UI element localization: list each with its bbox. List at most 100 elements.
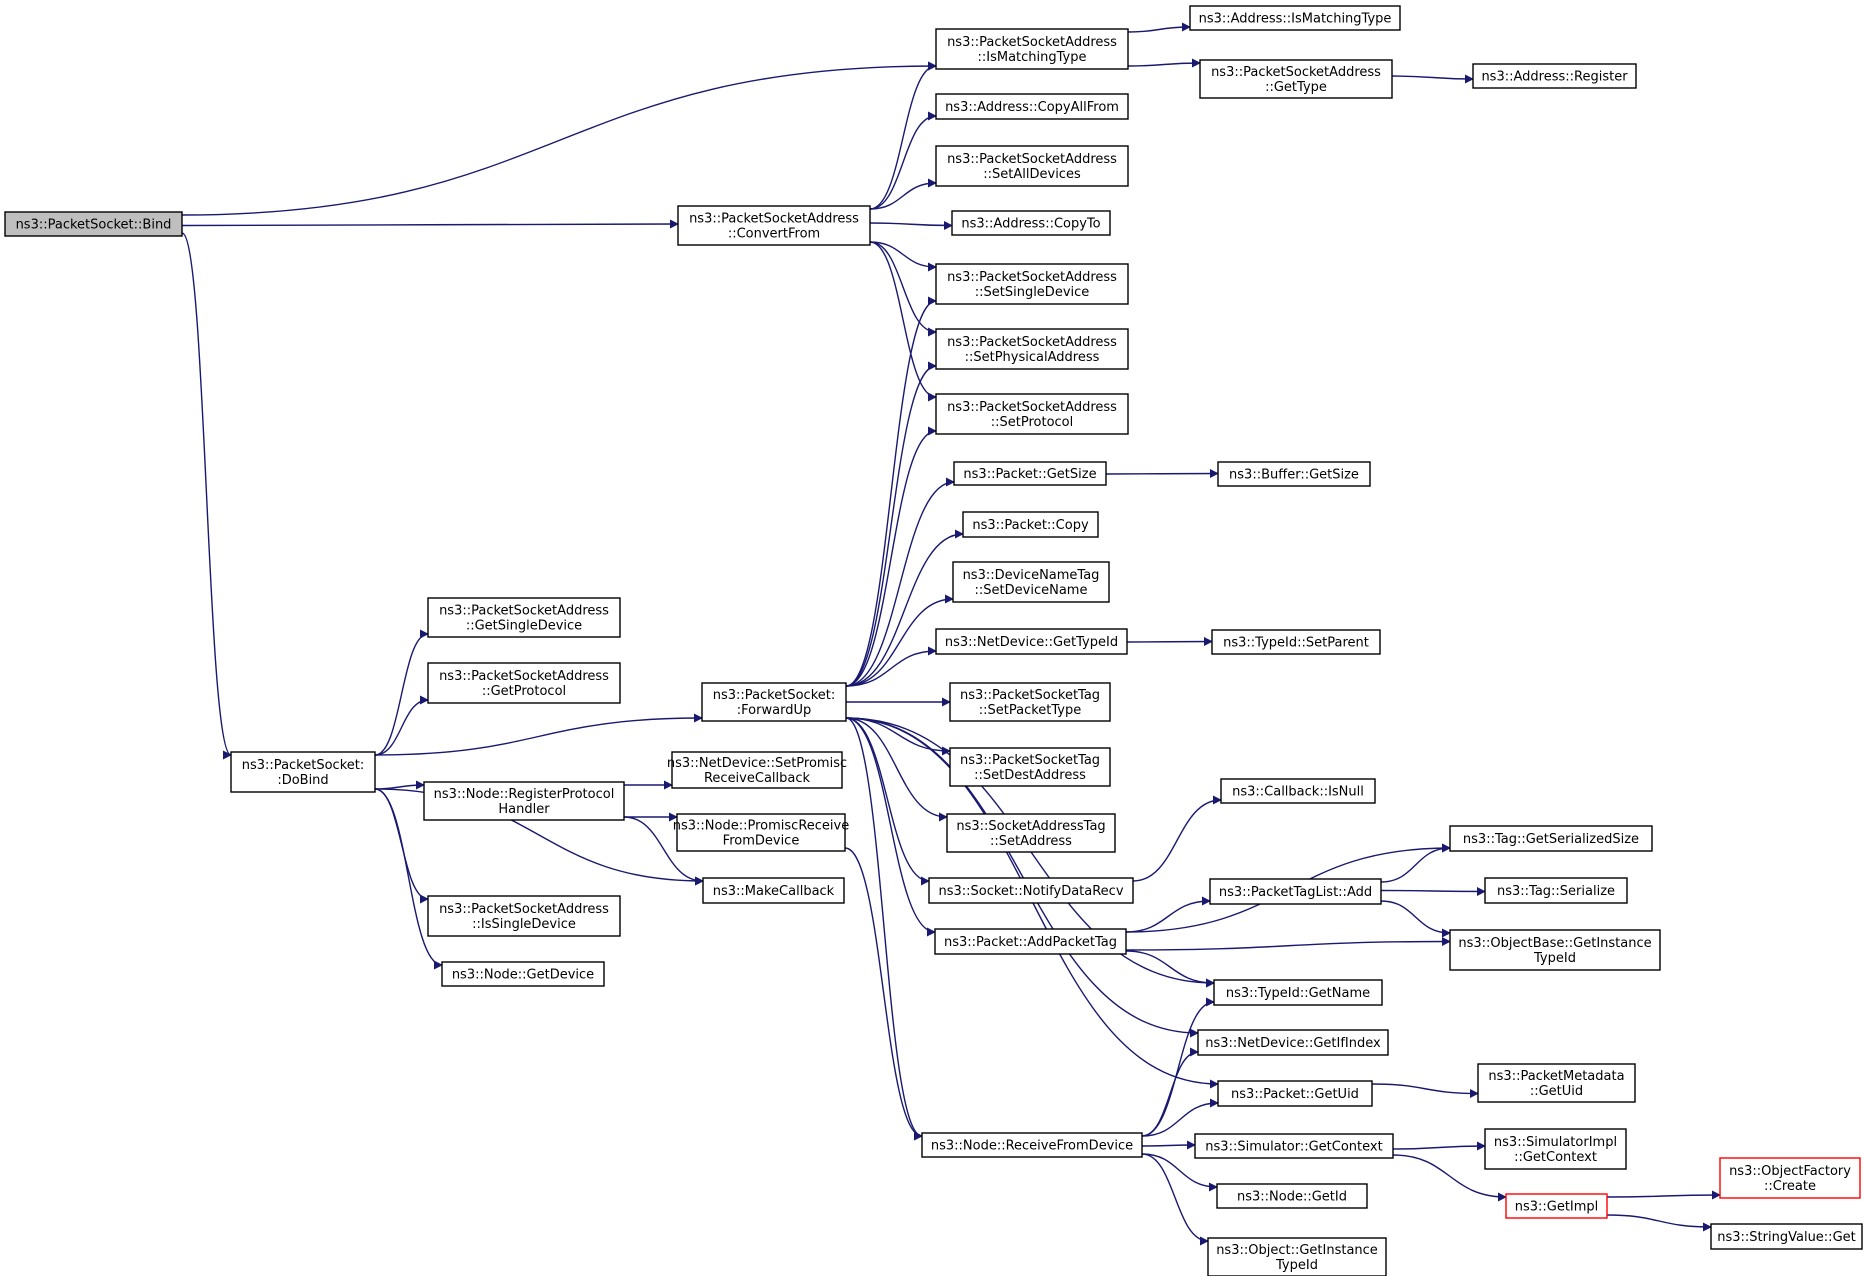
node-label: ns3::Object::GetInstance <box>1216 1243 1378 1258</box>
node-label: ::SetPhysicalAddress <box>965 350 1100 365</box>
node-box <box>1209 878 1382 905</box>
node-label: ns3::PacketSocketAddress <box>947 400 1117 415</box>
call-edge <box>374 695 429 756</box>
node-pst-settype[interactable]: ns3::PacketSocketTag::SetPacketType <box>949 682 1111 722</box>
node-pssa-setproto[interactable]: ns3::PacketSocketAddress::SetProtocol <box>935 393 1129 435</box>
node-label: ::IsSingleDevice <box>472 917 576 932</box>
node-node-getid[interactable]: ns3::Node::GetId <box>1216 1183 1368 1209</box>
node-nd-getifindex[interactable]: ns3::NetDevice::GetIfIndex <box>1197 1029 1389 1056</box>
node-box <box>427 895 621 937</box>
node-pssa-setsingle[interactable]: ns3::PacketSocketAddress::SetSingleDevic… <box>935 263 1129 305</box>
node-box <box>1484 877 1628 904</box>
node-pssa-setalldev[interactable]: ns3::PacketSocketAddress::SetAllDevices <box>935 145 1129 187</box>
node-label: ns3::PacketMetadata <box>1488 1069 1624 1084</box>
node-addr-ismatch[interactable]: ns3::Address::IsMatchingType <box>1189 5 1401 31</box>
call-edge <box>1392 1154 1507 1202</box>
node-label: TypeId <box>1275 1258 1318 1273</box>
call-edge <box>1127 58 1201 68</box>
node-label: ns3::PacketSocketAddress <box>439 902 609 917</box>
node-label: ns3::Node::RegisterProtocol <box>434 787 615 802</box>
node-label: ns3::Callback::IsNull <box>1232 785 1364 800</box>
node-sock-notify[interactable]: ns3::Socket::NotifyDataRecv <box>928 877 1134 904</box>
call-edge <box>845 717 923 1141</box>
node-box <box>1220 778 1376 804</box>
node-box <box>702 877 845 904</box>
node-pssa-setphys[interactable]: ns3::PacketSocketAddress::SetPhysicalAdd… <box>935 328 1129 370</box>
node-pm-getuid[interactable]: ns3::PacketMetadata::GetUid <box>1477 1063 1636 1103</box>
node-box <box>935 328 1129 370</box>
node-label: ns3::ObjectFactory <box>1729 1164 1851 1179</box>
call-edge <box>845 529 964 687</box>
node-bind[interactable]: ns3::PacketSocket::Bind <box>4 211 183 237</box>
node-pkt-getuid[interactable]: ns3::Packet::GetUid <box>1217 1080 1373 1107</box>
node-sv-get[interactable]: ns3::StringValue::Get <box>1710 1223 1863 1250</box>
node-pssa-issingle[interactable]: ns3::PacketSocketAddress::IsSingleDevice <box>427 895 621 937</box>
call-edge <box>623 816 704 886</box>
call-edge <box>844 847 923 1141</box>
call-edge <box>1126 637 1213 647</box>
call-edge <box>1132 795 1222 882</box>
node-nd-gettypeid[interactable]: ns3::NetDevice::GetTypeId <box>935 628 1128 655</box>
node-node-getdevice[interactable]: ns3::Node::GetDevice <box>441 961 605 987</box>
node-buf-getsize[interactable]: ns3::Buffer::GetSize <box>1217 461 1371 487</box>
node-nd-setpromisc[interactable]: ns3::NetDevice::SetPromiscReceiveCallbac… <box>667 751 847 789</box>
call-edge <box>374 713 703 756</box>
node-label: ns3::Address::CopyTo <box>961 217 1100 232</box>
node-sim-getctx[interactable]: ns3::Simulator::GetContext <box>1194 1133 1394 1159</box>
call-edge <box>845 646 937 687</box>
node-simimpl-getctx[interactable]: ns3::SimulatorImpl::GetContext <box>1484 1128 1627 1170</box>
node-pkt-getsize[interactable]: ns3::Packet::GetSize <box>953 461 1107 486</box>
node-sat-setaddr[interactable]: ns3::SocketAddressTag::SetAddress <box>946 813 1116 853</box>
node-label: ns3::Address::CopyAllFrom <box>945 100 1119 115</box>
node-tag-serialize[interactable]: ns3::Tag::Serialize <box>1484 877 1628 904</box>
call-edge <box>845 717 948 822</box>
node-ps-dobind[interactable]: ns3::PacketSocket::DoBind <box>230 751 376 793</box>
node-label: ns3::Packet::GetUid <box>1231 1087 1359 1102</box>
node-pssa-getproto[interactable]: ns3::PacketSocketAddress::GetProtocol <box>427 662 621 704</box>
node-makecallback[interactable]: ns3::MakeCallback <box>702 877 845 904</box>
node-box <box>701 682 847 722</box>
node-tag-getsersize[interactable]: ns3::Tag::GetSerializedSize <box>1449 825 1653 852</box>
node-label: ns3::Packet::GetSize <box>963 467 1096 482</box>
node-label: ns3::Node::GetDevice <box>452 968 594 983</box>
node-of-create[interactable]: ns3::ObjectFactory::Create <box>1719 1157 1861 1199</box>
node-cb-isnull[interactable]: ns3::Callback::IsNull <box>1220 778 1376 804</box>
node-label: ReceiveCallback <box>704 771 811 786</box>
node-getimpl[interactable]: ns3::GetImpl <box>1505 1193 1608 1219</box>
node-box <box>952 561 1110 603</box>
node-pssa-convertfrom[interactable]: ns3::PacketSocketAddress::ConvertFrom <box>677 205 871 246</box>
node-label: :ForwardUp <box>737 703 811 718</box>
node-tid-getname[interactable]: ns3::TypeId::GetName <box>1213 979 1383 1006</box>
node-box <box>949 747 1111 787</box>
node-pkt-copy[interactable]: ns3::Packet::Copy <box>962 511 1099 538</box>
node-node-recvfrom[interactable]: ns3::Node::ReceiveFromDevice <box>921 1132 1143 1158</box>
call-edge <box>1141 1153 1218 1192</box>
node-label: ::IsMatchingType <box>978 50 1087 65</box>
node-tid-setparent[interactable]: ns3::TypeId::SetParent <box>1211 629 1381 655</box>
node-pkt-addtag[interactable]: ns3::Packet::AddPacketTag <box>934 928 1127 955</box>
node-ps-forwardup[interactable]: ns3::PacketSocket::ForwardUp <box>701 682 847 722</box>
call-edge <box>1125 896 1211 933</box>
node-pst-setdest[interactable]: ns3::PacketSocketTag::SetDestAddress <box>949 747 1111 787</box>
node-pssa-getsingle[interactable]: ns3::PacketSocketAddress::GetSingleDevic… <box>427 597 621 638</box>
node-dnt-setname[interactable]: ns3::DeviceNameTag::SetDeviceName <box>952 561 1110 603</box>
call-edge <box>1141 1047 1199 1137</box>
node-addr-copyto[interactable]: ns3::Address::CopyTo <box>951 210 1111 236</box>
node-pssa-gettype[interactable]: ns3::PacketSocketAddress::GetType <box>1199 59 1393 99</box>
node-addr-register[interactable]: ns3::Address::Register <box>1472 63 1637 89</box>
call-edge <box>1125 950 1215 988</box>
call-edge <box>1125 937 1451 951</box>
node-label: ns3::Tag::GetSerializedSize <box>1463 832 1639 847</box>
node-box <box>935 628 1128 655</box>
node-ptl-add[interactable]: ns3::PacketTagList::Add <box>1209 878 1382 905</box>
call-edge <box>869 241 937 272</box>
node-label: ns3::Node::PromiscReceive <box>673 819 849 834</box>
call-edge <box>1127 22 1191 33</box>
node-label: ::SetProtocol <box>991 415 1074 430</box>
node-pssa-ismatch[interactable]: ns3::PacketSocketAddress::IsMatchingType <box>935 28 1129 70</box>
node-addr-copyallfrom[interactable]: ns3::Address::CopyAllFrom <box>935 93 1129 120</box>
